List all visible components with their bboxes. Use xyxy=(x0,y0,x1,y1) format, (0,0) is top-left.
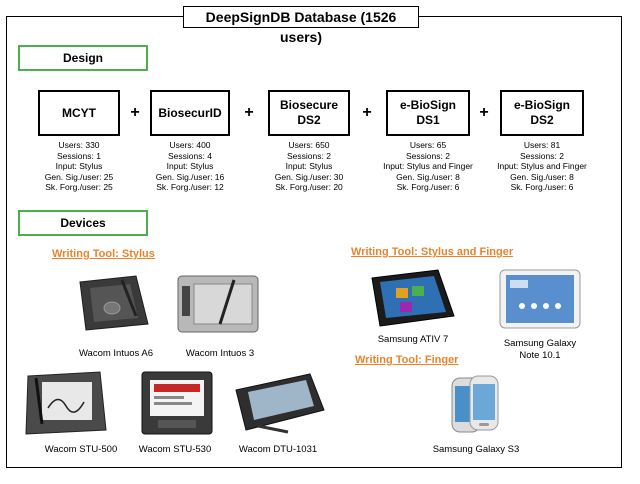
plus-sign: + xyxy=(479,104,489,121)
db-ebiosign-ds2-name-line2: DS2 xyxy=(530,113,554,127)
db-biosecurid-stats: Users: 400 Sessions: 4 Input: Stylus Gen… xyxy=(135,140,245,193)
db-biosecure-ds2-stats: Users: 650 Sessions: 2 Input: Stylus Gen… xyxy=(254,140,364,193)
db-ebiosign-ds1-box: e-BioSign DS1 xyxy=(386,90,470,136)
db-mcyt-stats: Users: 330 Sessions: 1 Input: Stylus Gen… xyxy=(24,140,134,193)
db-mcyt-name: MCYT xyxy=(62,105,96,120)
wacom-stu-530-image xyxy=(141,371,213,435)
caption-wacom-intuos-3: Wacom Intuos 3 xyxy=(185,348,255,359)
devices-section-label: Devices xyxy=(18,210,148,236)
db-biosecure-ds2-name: Biosecure DS2 xyxy=(279,98,339,127)
plus-sign: + xyxy=(244,104,254,121)
samsung-ativ-7-image xyxy=(371,269,455,327)
stat-line: Input: Stylus xyxy=(166,161,214,171)
stat-line: Sessions: 1 xyxy=(57,150,101,161)
stat-line: Input: Stylus and Finger xyxy=(383,161,473,171)
samsung-galaxy-note-image xyxy=(499,269,581,329)
stat-line: Sessions: 2 xyxy=(406,150,450,161)
caption-line: Samsung Galaxy xyxy=(503,338,577,349)
stat-line: Sk. Forg./user: 12 xyxy=(156,182,224,192)
stat-line: Users: 650 xyxy=(288,140,330,150)
db-ebiosign-ds2-stats: Users: 81 Sessions: 2 Input: Stylus and … xyxy=(487,140,597,193)
wacom-dtu-1031-image xyxy=(235,373,325,434)
db-biosecurid-box: BiosecurID xyxy=(150,90,230,136)
plus-sign: + xyxy=(362,104,372,121)
db-mcyt-box: MCYT xyxy=(38,90,120,136)
samsung-galaxy-s3-image xyxy=(451,375,499,433)
db-ebiosign-ds2-name-line1: e-BioSign xyxy=(514,98,570,112)
db-ebiosign-ds1-name-line1: e-BioSign xyxy=(400,98,456,112)
stat-line: Sk. Forg./user: 6 xyxy=(396,182,460,192)
caption-samsung-galaxy-s3: Samsung Galaxy S3 xyxy=(432,444,520,455)
caption-wacom-dtu-1031: Wacom DTU-1031 xyxy=(238,444,318,455)
design-section-label: Design xyxy=(18,45,148,71)
stat-line: Gen. Sig./user: 8 xyxy=(396,171,460,182)
stat-line: Gen. Sig./user: 30 xyxy=(274,171,344,182)
stat-line: Users: 65 xyxy=(409,140,447,150)
stat-line: Users: 330 xyxy=(58,140,100,150)
stat-line: Sk. Forg./user: 25 xyxy=(45,182,113,192)
caption-samsung-galaxy-note: Samsung Galaxy Note 10.1 xyxy=(494,338,586,362)
stat-line: Input: Stylus and Finger xyxy=(497,161,587,171)
stat-line: Sk. Forg./user: 20 xyxy=(275,182,343,192)
writing-tool-finger-title: Writing Tool: Finger xyxy=(355,354,459,366)
stat-line: Gen. Sig./user: 16 xyxy=(155,171,225,182)
stat-line: Input: Stylus xyxy=(285,161,333,171)
caption-line: Note 10.1 xyxy=(519,350,561,361)
stat-line: Sk. Forg./user: 6 xyxy=(510,182,574,192)
stat-line: Sessions: 2 xyxy=(520,150,564,161)
writing-tool-stylus-title: Writing Tool: Stylus xyxy=(52,248,155,260)
stat-line: Users: 400 xyxy=(169,140,211,150)
stat-line: Users: 81 xyxy=(523,140,561,150)
db-biosecure-ds2-box: Biosecure DS2 xyxy=(268,90,350,136)
wacom-intuos-a6-image xyxy=(79,275,149,331)
wacom-intuos-3-image xyxy=(177,275,259,333)
diagram-title: DeepSignDB Database (1526 users) xyxy=(183,6,419,45)
stat-line: Input: Stylus xyxy=(55,161,103,171)
db-ebiosign-ds1-name-line2: DS1 xyxy=(416,113,440,127)
db-ebiosign-ds1-stats: Users: 65 Sessions: 2 Input: Stylus and … xyxy=(373,140,483,193)
db-biosecurid-name: BiosecurID xyxy=(158,105,222,120)
stat-line: Gen. Sig./user: 8 xyxy=(510,171,574,182)
caption-samsung-ativ-7: Samsung ATIV 7 xyxy=(377,334,449,345)
stat-line: Sessions: 4 xyxy=(168,150,212,161)
caption-wacom-intuos-a6: Wacom Intuos A6 xyxy=(78,348,154,359)
stat-line: Sessions: 2 xyxy=(287,150,331,161)
writing-tool-stylus-finger-title: Writing Tool: Stylus and Finger xyxy=(351,246,514,258)
wacom-stu-500-image xyxy=(25,371,107,435)
plus-sign: + xyxy=(130,104,140,121)
caption-wacom-stu-530: Wacom STU-530 xyxy=(138,444,212,455)
stat-line: Gen. Sig./user: 25 xyxy=(44,171,114,182)
db-ebiosign-ds2-box: e-BioSign DS2 xyxy=(500,90,584,136)
caption-wacom-stu-500: Wacom STU-500 xyxy=(44,444,118,455)
